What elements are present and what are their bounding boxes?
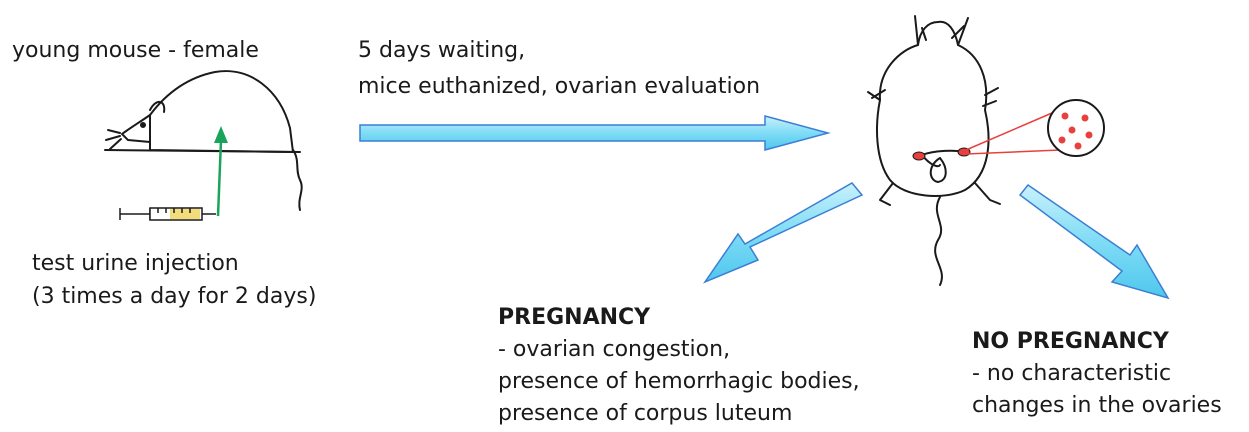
pregnancy-line1: - ovarian congestion, (498, 334, 730, 366)
zoom-line-top (966, 113, 1052, 150)
no-pregnancy-title: NO PREGNANCY (972, 326, 1169, 358)
no-pregnancy-line1: - no characteristic (972, 358, 1171, 390)
no-pregnancy-arrow (1020, 185, 1168, 298)
pregnancy-line2: presence of hemorrhagic bodies, (498, 366, 860, 398)
young-mouse-drawing (105, 71, 302, 210)
pregnancy-arrow (705, 183, 862, 282)
pregnancy-title: PREGNANCY (498, 302, 650, 334)
pregnancy-line3: presence of corpus luteum (498, 398, 792, 430)
waiting-arrow (360, 116, 828, 150)
injection-arrow (214, 126, 228, 216)
ovary-left (913, 152, 925, 160)
mouse-label: young mouse - female (12, 35, 259, 67)
zoom-line-bottom (966, 150, 1060, 154)
dissected-mouse-drawing (868, 16, 1000, 285)
no-pregnancy-line2: changes in the ovaries (972, 390, 1222, 422)
injection-label-line2: (3 times a day for 2 days) (32, 281, 316, 313)
waiting-label-line1: 5 days waiting, (358, 35, 525, 67)
magnified-ovary (1048, 100, 1104, 156)
syringe-icon (120, 208, 216, 220)
injection-label-line1: test urine injection (32, 248, 239, 280)
waiting-label-line2: mice euthanized, ovarian evaluation (358, 71, 760, 103)
